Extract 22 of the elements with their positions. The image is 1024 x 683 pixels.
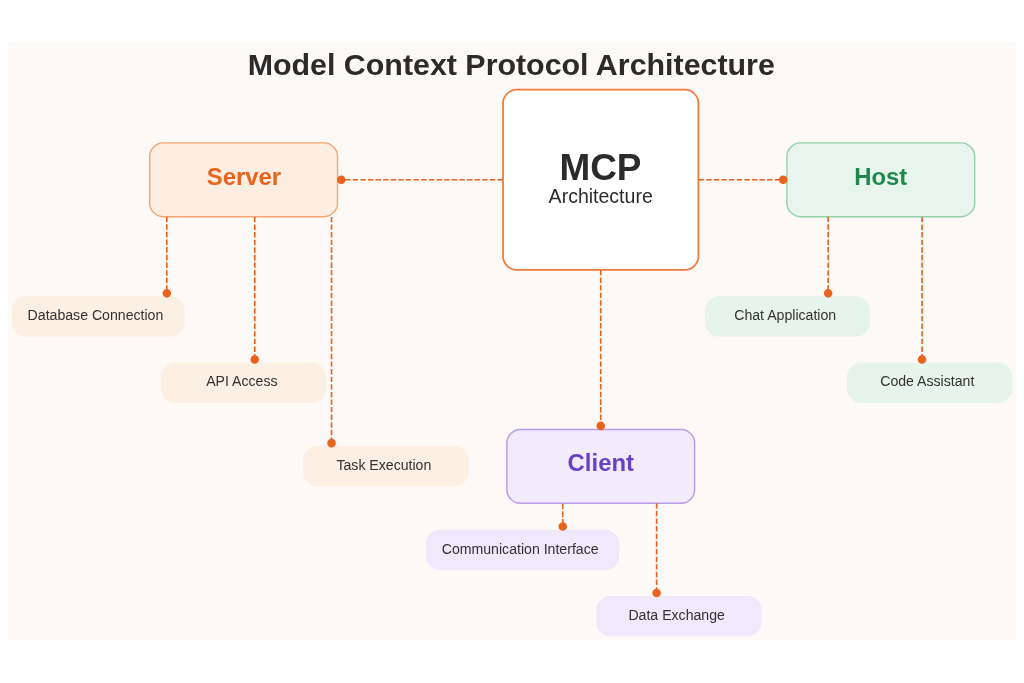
connector — [327, 216, 336, 448]
connector — [250, 216, 260, 364]
node-box: Database Connection — [11, 296, 185, 337]
node-box: Chat Application — [704, 296, 871, 337]
node-box: Server — [149, 142, 339, 218]
connector — [558, 502, 568, 531]
connector — [336, 175, 504, 185]
connector — [917, 216, 927, 364]
connector — [697, 175, 788, 185]
connector — [823, 215, 833, 298]
connector — [162, 215, 172, 298]
node-box: Client — [506, 428, 696, 504]
node-box: Data Exchange — [596, 595, 762, 637]
node-box: Host — [786, 142, 976, 218]
node-box: Task Execution — [303, 446, 469, 487]
node-box: Code Assistant — [846, 362, 1013, 403]
node-box: API Access — [160, 362, 327, 403]
diagram-title: Model Context Protocol Architecture — [247, 46, 775, 81]
node-box: Communication Interface — [425, 529, 620, 571]
node-box: MCP Architecture — [502, 88, 700, 271]
connector — [652, 502, 661, 598]
connector — [596, 269, 606, 431]
